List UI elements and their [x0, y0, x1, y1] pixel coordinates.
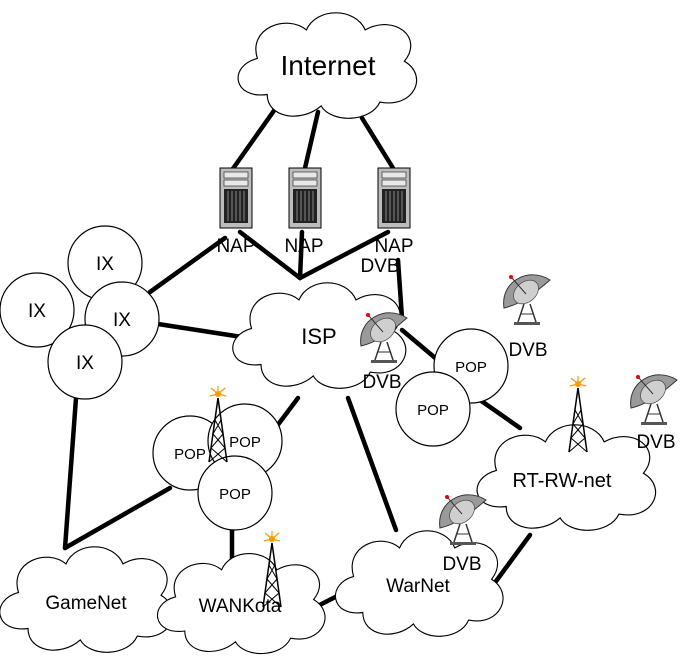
nap3-label: NAP: [374, 236, 413, 257]
server-icon: [377, 167, 411, 229]
pop-dvb-label: DVB: [508, 340, 547, 361]
server-icon: [219, 167, 253, 229]
gamenet-label: GameNet: [45, 593, 127, 614]
link-pop-gamenet: [62, 485, 173, 551]
ix2-label: IX: [28, 301, 46, 322]
rtrwnet-label: RT-RW-net: [513, 470, 612, 492]
link-nap3-isp: [297, 229, 391, 281]
link-internet-nap1: [229, 102, 281, 173]
link-ix-isp: [155, 321, 245, 340]
internet-label: Internet: [281, 50, 376, 81]
pop-right-bottom-label: POP: [417, 402, 449, 419]
pop-left-b-label: POP: [229, 434, 261, 451]
right-dvb-label: DVB: [636, 432, 675, 453]
link-internet-nap3: [359, 115, 396, 171]
link-isp-warnet: [345, 395, 399, 533]
link-nap3-pop: [395, 257, 405, 321]
ix4-label: IX: [76, 353, 94, 374]
link-nap2-isp: [297, 229, 305, 281]
link-ix-gamenet: [62, 395, 79, 551]
warnet-label: WarNet: [386, 576, 450, 597]
pop-circle: [197, 455, 273, 531]
ix-circle: [47, 324, 123, 400]
link-internet-nap2: [302, 109, 321, 171]
pop-left-c-label: POP: [219, 486, 251, 503]
link-pop-rtrw: [477, 397, 523, 431]
server-icon: [288, 167, 322, 229]
pop-left-a-label: POP: [174, 446, 206, 463]
pop-circle: [395, 371, 471, 447]
ix3-label: IX: [113, 310, 131, 331]
isp-dvb-label: DVB: [362, 372, 401, 393]
satellite-dish-icon: [629, 374, 678, 426]
warnet-dvb-label: DVB: [442, 554, 481, 575]
link-nap1-ix: [147, 235, 228, 295]
nap1-label: NAP: [216, 236, 255, 257]
nap3-dvb-label: DVB: [360, 256, 399, 277]
satellite-dish-icon: [502, 274, 551, 326]
link-nap1-isp: [237, 229, 303, 281]
nap2-label: NAP: [284, 236, 323, 257]
ix1-label: IX: [96, 254, 114, 275]
isp-label: ISP: [301, 324, 336, 349]
pop-right-top-label: POP: [455, 359, 487, 376]
ix-circle: [0, 272, 75, 348]
wankota-label: WANKota: [199, 596, 282, 617]
link-warnet-rtrw: [491, 532, 533, 587]
link-pop-dvb: [399, 327, 443, 365]
